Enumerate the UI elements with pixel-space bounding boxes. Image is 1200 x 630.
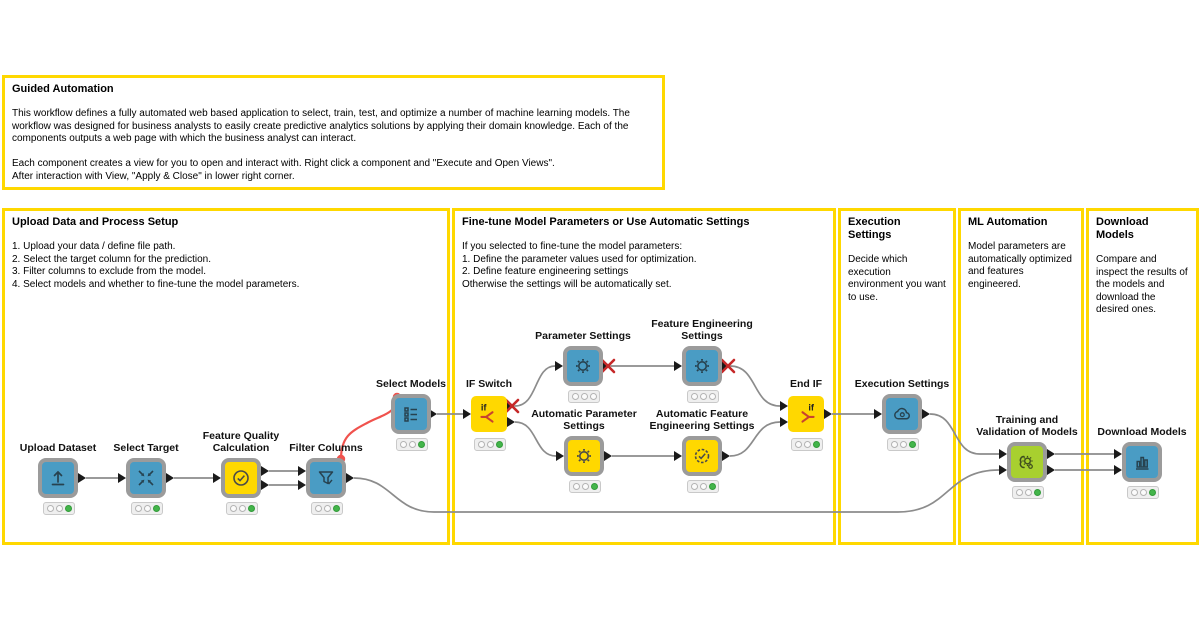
traffic-light bbox=[791, 438, 823, 451]
annotation-body: If you selected to fine-tune the model p… bbox=[462, 241, 697, 290]
node-label[interactable]: Automatic Feature Engineering Settings bbox=[649, 408, 755, 432]
node-label[interactable]: Automatic Parameter Settings bbox=[531, 408, 637, 432]
node-label[interactable]: Feature Engineering Settings bbox=[651, 318, 753, 342]
annotation-guided-automation[interactable]: Guided Automation This workflow defines … bbox=[2, 75, 665, 190]
if-switch-fork-icon: if bbox=[480, 403, 494, 423]
end-if-merge-icon: if bbox=[801, 403, 815, 423]
traffic-light bbox=[687, 480, 719, 493]
annotation-title: Execution Settings bbox=[848, 216, 901, 241]
traffic-light bbox=[311, 502, 343, 515]
annotation-title: Fine-tune Model Parameters or Use Automa… bbox=[462, 216, 750, 228]
traffic-light bbox=[226, 502, 258, 515]
traffic-light bbox=[474, 438, 506, 451]
gear-icon bbox=[695, 359, 709, 373]
node-automatic-feature-engineering-settings[interactable] bbox=[682, 436, 722, 476]
svg-text:if: if bbox=[481, 403, 488, 413]
node-label[interactable]: Select Target bbox=[113, 442, 179, 454]
checklist-icon bbox=[404, 407, 417, 422]
node-automatic-parameter-settings[interactable] bbox=[564, 436, 604, 476]
node-select-target[interactable] bbox=[126, 458, 166, 498]
cloud-gear-icon bbox=[894, 407, 910, 420]
annotation-title: ML Automation bbox=[968, 216, 1048, 228]
annotation-finetune-parameters[interactable]: Fine-tune Model Parameters or Use Automa… bbox=[452, 208, 836, 545]
annotation-body: 1. Upload your data / define file path. … bbox=[12, 241, 300, 290]
node-label[interactable]: Filter Columns bbox=[289, 442, 363, 454]
annotation-body: Model parameters are automatically optim… bbox=[968, 241, 1072, 290]
check-circle-icon bbox=[233, 470, 249, 486]
node-feature-quality-calculation[interactable] bbox=[221, 458, 261, 498]
traffic-light bbox=[43, 502, 75, 515]
gear-icon bbox=[576, 359, 590, 373]
gear-icon bbox=[577, 449, 591, 463]
node-end-if[interactable]: if bbox=[788, 396, 824, 432]
annotation-body: Compare and inspect the results of the m… bbox=[1096, 254, 1188, 315]
annotation-download-models[interactable]: Download Models Compare and inspect the … bbox=[1086, 208, 1199, 545]
annotation-body: Decide which execution environment you w… bbox=[848, 254, 946, 303]
node-label[interactable]: Feature Quality Calculation bbox=[202, 430, 280, 454]
traffic-light bbox=[568, 390, 600, 403]
node-training-validation[interactable] bbox=[1007, 442, 1047, 482]
annotation-body: This workflow defines a fully automated … bbox=[12, 108, 630, 182]
traffic-light bbox=[687, 390, 719, 403]
node-execution-settings[interactable] bbox=[882, 394, 922, 434]
node-feature-engineering-settings[interactable] bbox=[682, 346, 722, 386]
traffic-light bbox=[1012, 486, 1044, 499]
upload-icon bbox=[51, 470, 65, 486]
traffic-light bbox=[396, 438, 428, 451]
node-label[interactable]: Select Models bbox=[375, 378, 447, 390]
traffic-light bbox=[1127, 486, 1159, 499]
node-label[interactable]: IF Switch bbox=[465, 378, 513, 390]
node-label[interactable]: Training and Validation of Models bbox=[976, 414, 1078, 438]
filter-funnel-icon bbox=[318, 471, 334, 485]
node-parameter-settings[interactable] bbox=[563, 346, 603, 386]
svg-text:if: if bbox=[808, 403, 815, 413]
node-label[interactable]: Parameter Settings bbox=[535, 330, 631, 342]
traffic-light bbox=[131, 502, 163, 515]
annotation-execution-settings[interactable]: Execution Settings Decide which executio… bbox=[838, 208, 956, 545]
node-label[interactable]: End IF bbox=[789, 378, 823, 390]
node-download-models[interactable] bbox=[1122, 442, 1162, 482]
node-upload-dataset[interactable] bbox=[38, 458, 78, 498]
traffic-light bbox=[569, 480, 601, 493]
annotation-title: Download Models bbox=[1096, 216, 1149, 241]
converge-arrows-icon bbox=[138, 470, 154, 486]
node-label[interactable]: Download Models bbox=[1097, 426, 1187, 438]
node-filter-columns[interactable] bbox=[306, 458, 346, 498]
annotation-title: Guided Automation bbox=[12, 83, 114, 95]
brain-gear-icon bbox=[1019, 455, 1033, 469]
traffic-light bbox=[887, 438, 919, 451]
node-if-switch[interactable]: if bbox=[471, 396, 507, 432]
annotation-title: Upload Data and Process Setup bbox=[12, 216, 179, 228]
badge-check-icon bbox=[694, 448, 710, 464]
bar-chart-icon bbox=[1136, 456, 1149, 470]
node-label[interactable]: Execution Settings bbox=[854, 378, 950, 390]
node-label[interactable]: Upload Dataset bbox=[19, 442, 97, 454]
node-select-models[interactable] bbox=[391, 394, 431, 434]
